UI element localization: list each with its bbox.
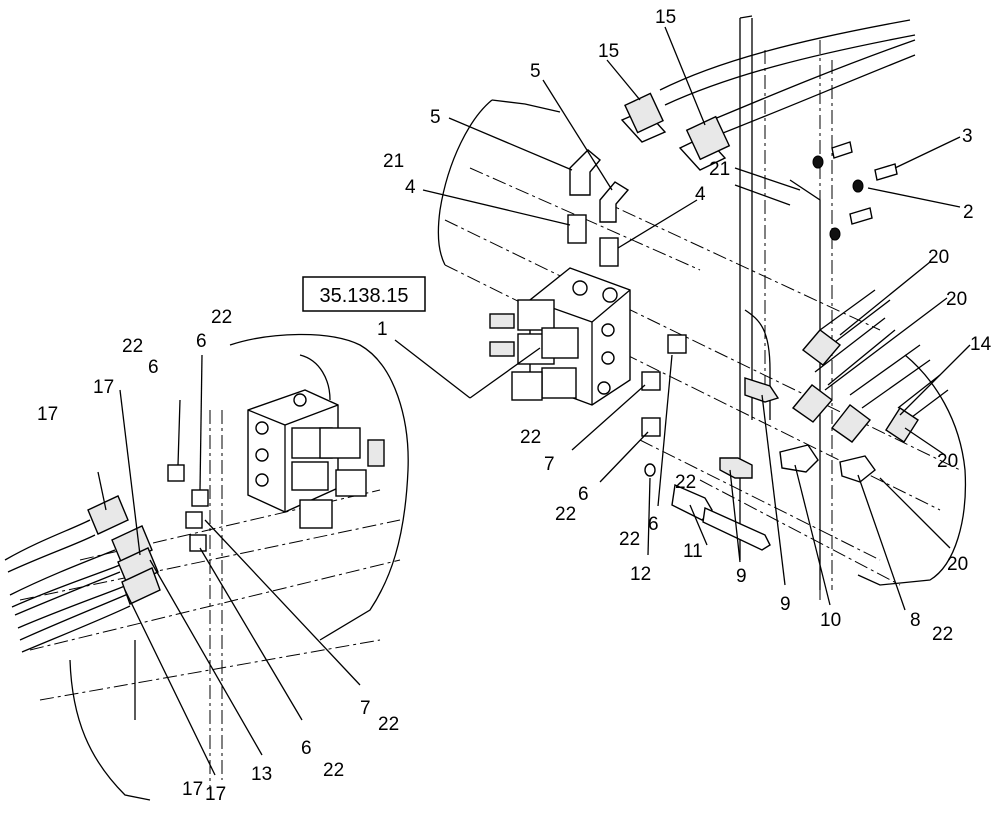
callout-17d: 17 (205, 784, 226, 805)
callout-7b: 7 (360, 698, 371, 719)
callout-9b: 9 (780, 594, 791, 615)
callout-21b: 21 (709, 159, 730, 180)
callout-4b: 4 (695, 184, 706, 205)
callout-6b: 6 (148, 357, 159, 378)
callout-2: 2 (963, 202, 974, 223)
callout-6d: 6 (648, 514, 659, 535)
callout-17c: 17 (182, 779, 203, 800)
callout-20a: 20 (928, 247, 949, 268)
right-frame-plates (734, 15, 833, 600)
leader-lines (97, 26, 971, 776)
callout-22c: 22 (520, 427, 541, 448)
hoses-17-13 (4, 495, 161, 653)
callout-5b: 5 (430, 107, 441, 128)
callout-15b: 15 (655, 7, 676, 28)
callout-22d: 22 (555, 504, 576, 525)
callout-7a: 7 (544, 454, 555, 475)
callout-22i: 22 (323, 760, 344, 781)
callout-5a: 5 (530, 61, 541, 82)
callout-20d: 20 (947, 554, 968, 575)
callout-22e: 22 (619, 529, 640, 550)
callout-15a: 15 (598, 41, 619, 62)
callout-8: 8 (910, 610, 921, 631)
callout-22g: 22 (932, 624, 953, 645)
callout-20c: 20 (937, 451, 958, 472)
callout-21a: 21 (383, 151, 404, 172)
callout-22b: 22 (122, 336, 143, 357)
bolts-3-washers-2 (812, 141, 898, 241)
callout-17b: 17 (93, 377, 114, 398)
callout-22h: 22 (378, 714, 399, 735)
left-fittings (167, 464, 209, 552)
callout-6a: 6 (196, 331, 207, 352)
callout-numbers: 15 15 5 5 21 21 4 4 3 2 20 20 14 20 20 1… (37, 7, 992, 805)
callout-22f: 22 (675, 472, 696, 493)
callout-13: 13 (251, 764, 272, 785)
callout-12: 12 (630, 564, 651, 585)
callout-20b: 20 (946, 289, 967, 310)
hoses-15 (620, 19, 916, 171)
reference-box[interactable]: 35.138.15 (302, 276, 426, 312)
callout-6e: 6 (301, 738, 312, 759)
callout-4a: 4 (405, 177, 416, 198)
reference-label: 35.138.15 (320, 285, 409, 307)
callout-10: 10 (820, 610, 841, 631)
callout-1: 1 (377, 319, 388, 340)
callout-14: 14 (970, 334, 992, 355)
hoses-20-14 (791, 289, 949, 443)
callout-9a: 9 (736, 566, 747, 587)
valve-block-left (247, 389, 385, 529)
callout-3: 3 (962, 126, 973, 147)
fittings-5-4 (567, 149, 630, 267)
callout-11: 11 (683, 541, 703, 562)
left-frame-outline (19, 333, 409, 801)
callout-17a: 17 (37, 404, 58, 425)
right-fittings (641, 334, 876, 551)
valve-block-right (489, 267, 631, 406)
callout-22a: 22 (211, 307, 232, 328)
callout-6c: 6 (578, 484, 589, 505)
